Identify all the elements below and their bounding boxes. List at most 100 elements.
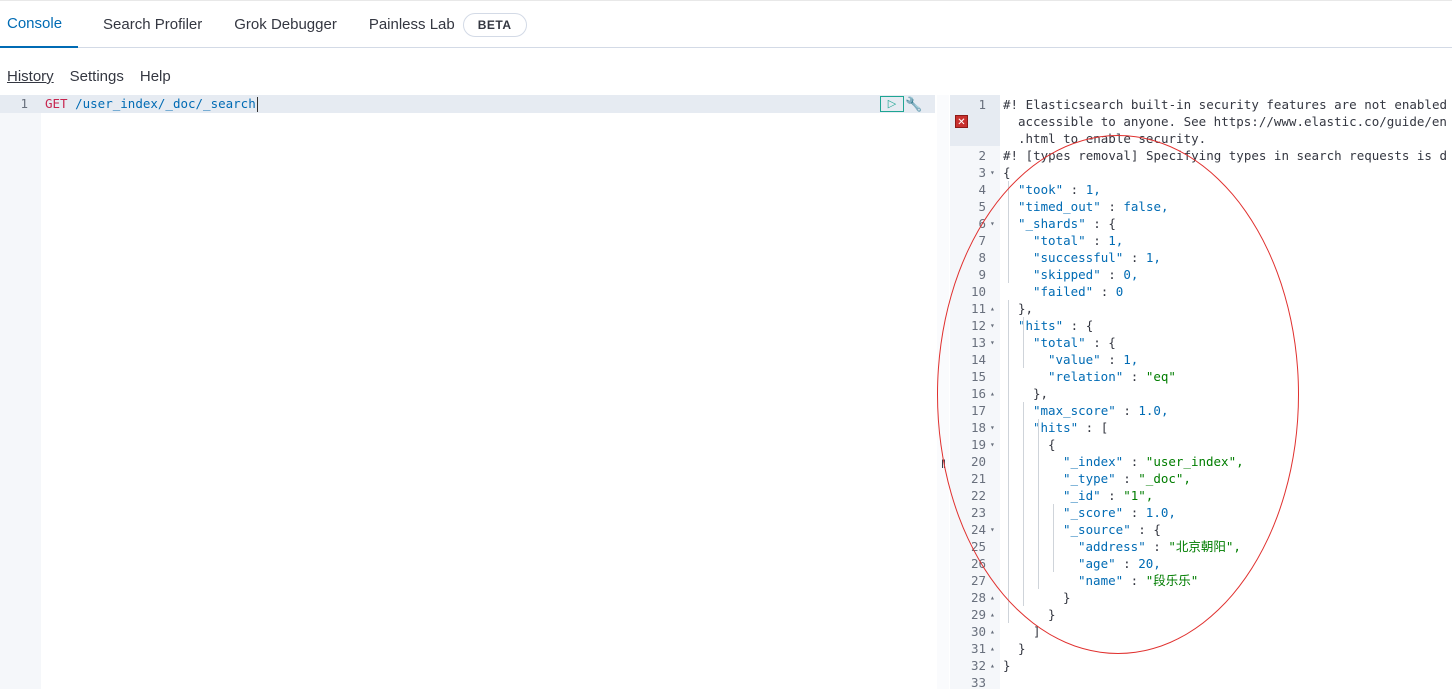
help-link[interactable]: Help [139, 68, 171, 85]
json-key: "max_score" [1033, 403, 1116, 418]
response-code: "_index" : "user_index", [1063, 454, 1244, 469]
response-line: 9"skipped" : 0, [950, 266, 1452, 283]
json-value: [ [1100, 420, 1109, 435]
fold-toggle-icon[interactable]: ▾ [990, 321, 995, 330]
console-menu: History Settings Help [7, 68, 171, 85]
response-code: { [1048, 436, 1056, 453]
line-number: 19 [970, 437, 986, 452]
response-line: 28▴} [950, 589, 1452, 606]
fold-toggle-icon[interactable]: ▴ [990, 661, 995, 670]
top-tab-bar: Console Search Profiler Grok Debugger Pa… [0, 0, 1452, 48]
tab-painless-lab[interactable]: Painless Lab BETA [362, 1, 534, 48]
json-key: "hits" [1033, 420, 1079, 435]
response-code: #! Elasticsearch built-in security featu… [1003, 96, 1447, 113]
response-line: 20 "_index" : "user_index", [950, 453, 1452, 470]
line-number: 14 [970, 352, 986, 367]
error-icon[interactable]: ✕ [955, 115, 968, 128]
fold-toggle-icon[interactable]: ▴ [990, 593, 995, 602]
line-number: 16 [970, 386, 986, 401]
json-value: { [1085, 318, 1094, 333]
pane-splitter[interactable] [937, 95, 949, 689]
line-number: 5 [978, 199, 986, 214]
request-code[interactable]: GET /user_index/_doc/_search [45, 95, 258, 113]
indent-guide [1008, 300, 1009, 623]
line-number: 23 [970, 505, 986, 520]
line-number: 29 [970, 607, 986, 622]
fold-toggle-icon[interactable]: ▾ [990, 338, 995, 347]
request-path: /user_index/_doc/_search [75, 96, 256, 111]
fold-toggle-icon[interactable]: ▾ [990, 440, 995, 449]
response-line: 22"_id" : "1", [950, 487, 1452, 504]
json-value: 1.0, [1138, 403, 1169, 418]
json-text: .html to enable security. [1018, 131, 1207, 146]
line-number: 24 [970, 522, 986, 537]
line-number: 13 [970, 335, 986, 350]
response-line: 25"address" : "北京朝阳", [950, 538, 1452, 555]
line-number: 7 [978, 233, 986, 248]
json-key: "timed_out" [1018, 199, 1101, 214]
json-text: } [1048, 607, 1056, 622]
line-number: 1 [978, 97, 986, 112]
fold-toggle-icon[interactable]: ▴ [990, 610, 995, 619]
json-key: "_source" [1063, 522, 1131, 537]
history-link[interactable]: History [7, 68, 54, 85]
line-number: 18 [970, 420, 986, 435]
response-code: "_id" : "1", [1063, 488, 1154, 503]
json-key: "failed" [1033, 284, 1094, 299]
line-number: 3 [978, 165, 986, 180]
json-value: "_doc", [1138, 471, 1191, 486]
splitter-grip-icon[interactable]: ‖ [941, 457, 946, 471]
line-number: 4 [978, 182, 986, 197]
response-line: 31▴} [950, 640, 1452, 657]
json-text: { [1048, 437, 1056, 452]
tab-search-profiler-label: Search Profiler [103, 16, 203, 33]
json-value: { [1108, 216, 1116, 231]
response-code: } [1063, 589, 1071, 606]
response-line: 29 ▴} [950, 606, 1452, 623]
line-number: 32 [970, 658, 986, 673]
json-text: { [1003, 165, 1011, 180]
indent-guide [1023, 402, 1024, 606]
fold-toggle-icon[interactable]: ▴ [990, 644, 995, 653]
line-number: 15 [970, 369, 986, 384]
fold-toggle-icon[interactable]: ▾ [990, 168, 995, 177]
request-line[interactable]: 1 GET /user_index/_doc/_search [0, 95, 935, 113]
json-value: { [1108, 335, 1116, 350]
json-value: 1, [1108, 233, 1124, 248]
response-code: "_score" : 1.0, [1063, 505, 1176, 520]
json-text: ] [1033, 624, 1041, 639]
response-code: }, [1033, 385, 1048, 402]
json-value: "eq" [1145, 369, 1176, 384]
response-code: "skipped" : 0, [1033, 267, 1139, 282]
wrench-icon[interactable]: 🔧 [905, 96, 923, 112]
settings-link[interactable]: Settings [69, 68, 124, 85]
fold-toggle-icon[interactable]: ▴ [990, 627, 995, 636]
response-output[interactable]: ✕ 1 #! Elasticsearch built-in security fe… [950, 95, 1452, 689]
response-line: 23 "_score" : 1.0, [950, 504, 1452, 521]
response-line: 6▾"_shards" : { [950, 215, 1452, 232]
tab-grok-debugger[interactable]: Grok Debugger [227, 1, 344, 48]
tab-painless-lab-label: Painless Lab [368, 16, 455, 33]
response-code: accessible to anyone. See https://www.el… [1018, 113, 1447, 130]
tab-search-profiler[interactable]: Search Profiler [96, 1, 209, 48]
request-editor[interactable]: 1 GET /user_index/_doc/_search ▷ 🔧 [0, 95, 935, 689]
json-key: "_shards" [1018, 216, 1086, 231]
tab-grok-debugger-label: Grok Debugger [234, 16, 337, 33]
response-code: "_source" : { [1063, 522, 1161, 537]
json-key: "relation" [1048, 369, 1124, 384]
fold-toggle-icon[interactable]: ▾ [990, 423, 995, 432]
fold-toggle-icon[interactable]: ▴ [990, 304, 995, 313]
fold-toggle-icon[interactable]: ▾ [990, 219, 995, 228]
line-number: 20 [970, 454, 986, 469]
json-value: 0, [1123, 267, 1139, 282]
json-value: 1, [1145, 250, 1161, 265]
response-code: "hits" : [ [1033, 420, 1109, 435]
play-icon[interactable]: ▷ [880, 96, 904, 112]
tab-console[interactable]: Console [0, 1, 79, 48]
response-code: "hits" : { [1018, 318, 1094, 333]
response-line: 8"successful" : 1, [950, 249, 1452, 266]
fold-toggle-icon[interactable]: ▴ [990, 389, 995, 398]
fold-toggle-icon[interactable]: ▾ [990, 525, 995, 534]
json-key: "total" [1033, 233, 1086, 248]
text-cursor [256, 97, 258, 112]
